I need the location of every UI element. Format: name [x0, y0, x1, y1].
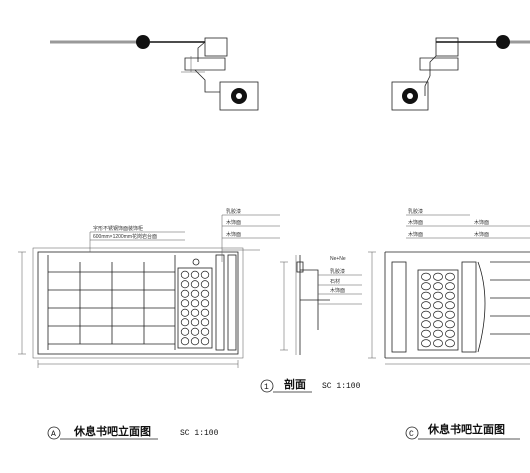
lattice-motif — [190, 337, 200, 346]
lattice-motif — [445, 291, 455, 300]
lattice-motif — [445, 329, 455, 338]
shelf-grid-left — [47, 255, 176, 350]
section-marker-circle — [260, 379, 274, 393]
lattice-motif — [433, 291, 443, 300]
annot-section-0: Ne+Ne — [330, 256, 346, 262]
lattice-panel-right — [417, 269, 459, 351]
lattice-motif — [200, 327, 210, 336]
column-dot-right — [496, 35, 510, 49]
elevation-c-drawing — [368, 214, 530, 365]
lattice-motif — [180, 270, 190, 279]
section-marker-label: 1 — [264, 383, 269, 392]
elevation-c-marker-circle — [405, 426, 419, 440]
annot-right-3: 木饰面 — [474, 219, 489, 226]
lattice-motif — [421, 291, 431, 300]
lattice-motif — [445, 310, 455, 319]
annot-right-0: 乳胶漆 — [408, 208, 423, 215]
lattice-motif — [200, 289, 210, 298]
annot-left-1: 600mm×1200mm花岗岩台面 — [93, 233, 157, 240]
lattice-motif — [180, 289, 190, 298]
elevation-c-marker-label: C — [409, 430, 414, 439]
lattice-motif — [433, 329, 443, 338]
annot-left-3: 木饰面 — [226, 219, 241, 226]
lattice-motif — [200, 308, 210, 317]
plan-detail-left — [50, 35, 259, 111]
annot-left-4: 木饰面 — [226, 231, 241, 238]
lattice-motif — [180, 337, 190, 346]
lattice-motif — [180, 318, 190, 327]
annot-section-3: 木饰面 — [330, 287, 345, 294]
lattice-motif — [180, 280, 190, 289]
annot-left-0: 字形不锈钢饰面装饰柜 — [93, 225, 143, 232]
section-title: 剖面 — [284, 377, 306, 391]
lattice-motif — [200, 337, 210, 346]
annot-right-2: 木饰面 — [408, 231, 423, 238]
annot-right-4: 木饰面 — [474, 231, 489, 238]
elevation-a-scale: SC 1:100 — [180, 429, 219, 438]
lattice-motif — [200, 270, 210, 279]
lattice-motif — [421, 339, 431, 348]
lattice-motif — [433, 282, 443, 291]
lattice-motif — [433, 339, 443, 348]
lattice-motif — [180, 308, 190, 317]
lattice-motif — [433, 272, 443, 281]
elevation-a-title: 休息书吧立面图 — [73, 424, 151, 438]
annot-left-2: 乳胶漆 — [226, 208, 241, 215]
lattice-motif — [200, 318, 210, 327]
lattice-motif — [180, 299, 190, 308]
section-scale: SC 1:100 — [322, 382, 361, 391]
lattice-motif — [190, 327, 200, 336]
lattice-motif — [190, 318, 200, 327]
elevation-a-drawing — [18, 214, 280, 368]
lattice-motif — [433, 301, 443, 310]
title-elevation-c: C 休息书吧立面图 — [405, 422, 520, 440]
lattice-motif — [180, 327, 190, 336]
lattice-motif — [190, 289, 200, 298]
column-dot-left — [136, 35, 150, 49]
lattice-motif — [421, 329, 431, 338]
elevation-a-marker-label: A — [51, 430, 56, 439]
lattice-motif — [445, 282, 455, 291]
lattice-motif — [445, 339, 455, 348]
lattice-motif — [421, 320, 431, 329]
lattice-motif — [445, 320, 455, 329]
lattice-motif — [190, 299, 200, 308]
lattice-motif — [190, 270, 200, 279]
lattice-motif — [433, 310, 443, 319]
lattice-motif — [433, 320, 443, 329]
annot-section-2: 石材 — [330, 278, 340, 285]
plan-detail-right — [391, 35, 530, 111]
title-elevation-a: A 休息书吧立面图 SC 1:100 — [47, 424, 219, 440]
lattice-motif — [190, 308, 200, 317]
section-1-drawing — [280, 255, 362, 355]
elevation-a-marker-circle — [47, 426, 61, 440]
lattice-motif — [190, 280, 200, 289]
annot-section-1: 乳胶漆 — [330, 268, 345, 275]
lattice-motif — [421, 310, 431, 319]
lattice-panel-left — [177, 267, 213, 349]
annot-right-1: 木饰面 — [408, 219, 423, 226]
elevation-c-title: 休息书吧立面图 — [427, 422, 505, 436]
lattice-motif — [445, 272, 455, 281]
lattice-motif — [421, 282, 431, 291]
title-section-1: 1 剖面 SC 1:100 — [260, 377, 361, 393]
lattice-motif — [421, 301, 431, 310]
lattice-motif — [200, 299, 210, 308]
lattice-motif — [421, 272, 431, 281]
lattice-motif — [200, 280, 210, 289]
lattice-motif — [445, 301, 455, 310]
